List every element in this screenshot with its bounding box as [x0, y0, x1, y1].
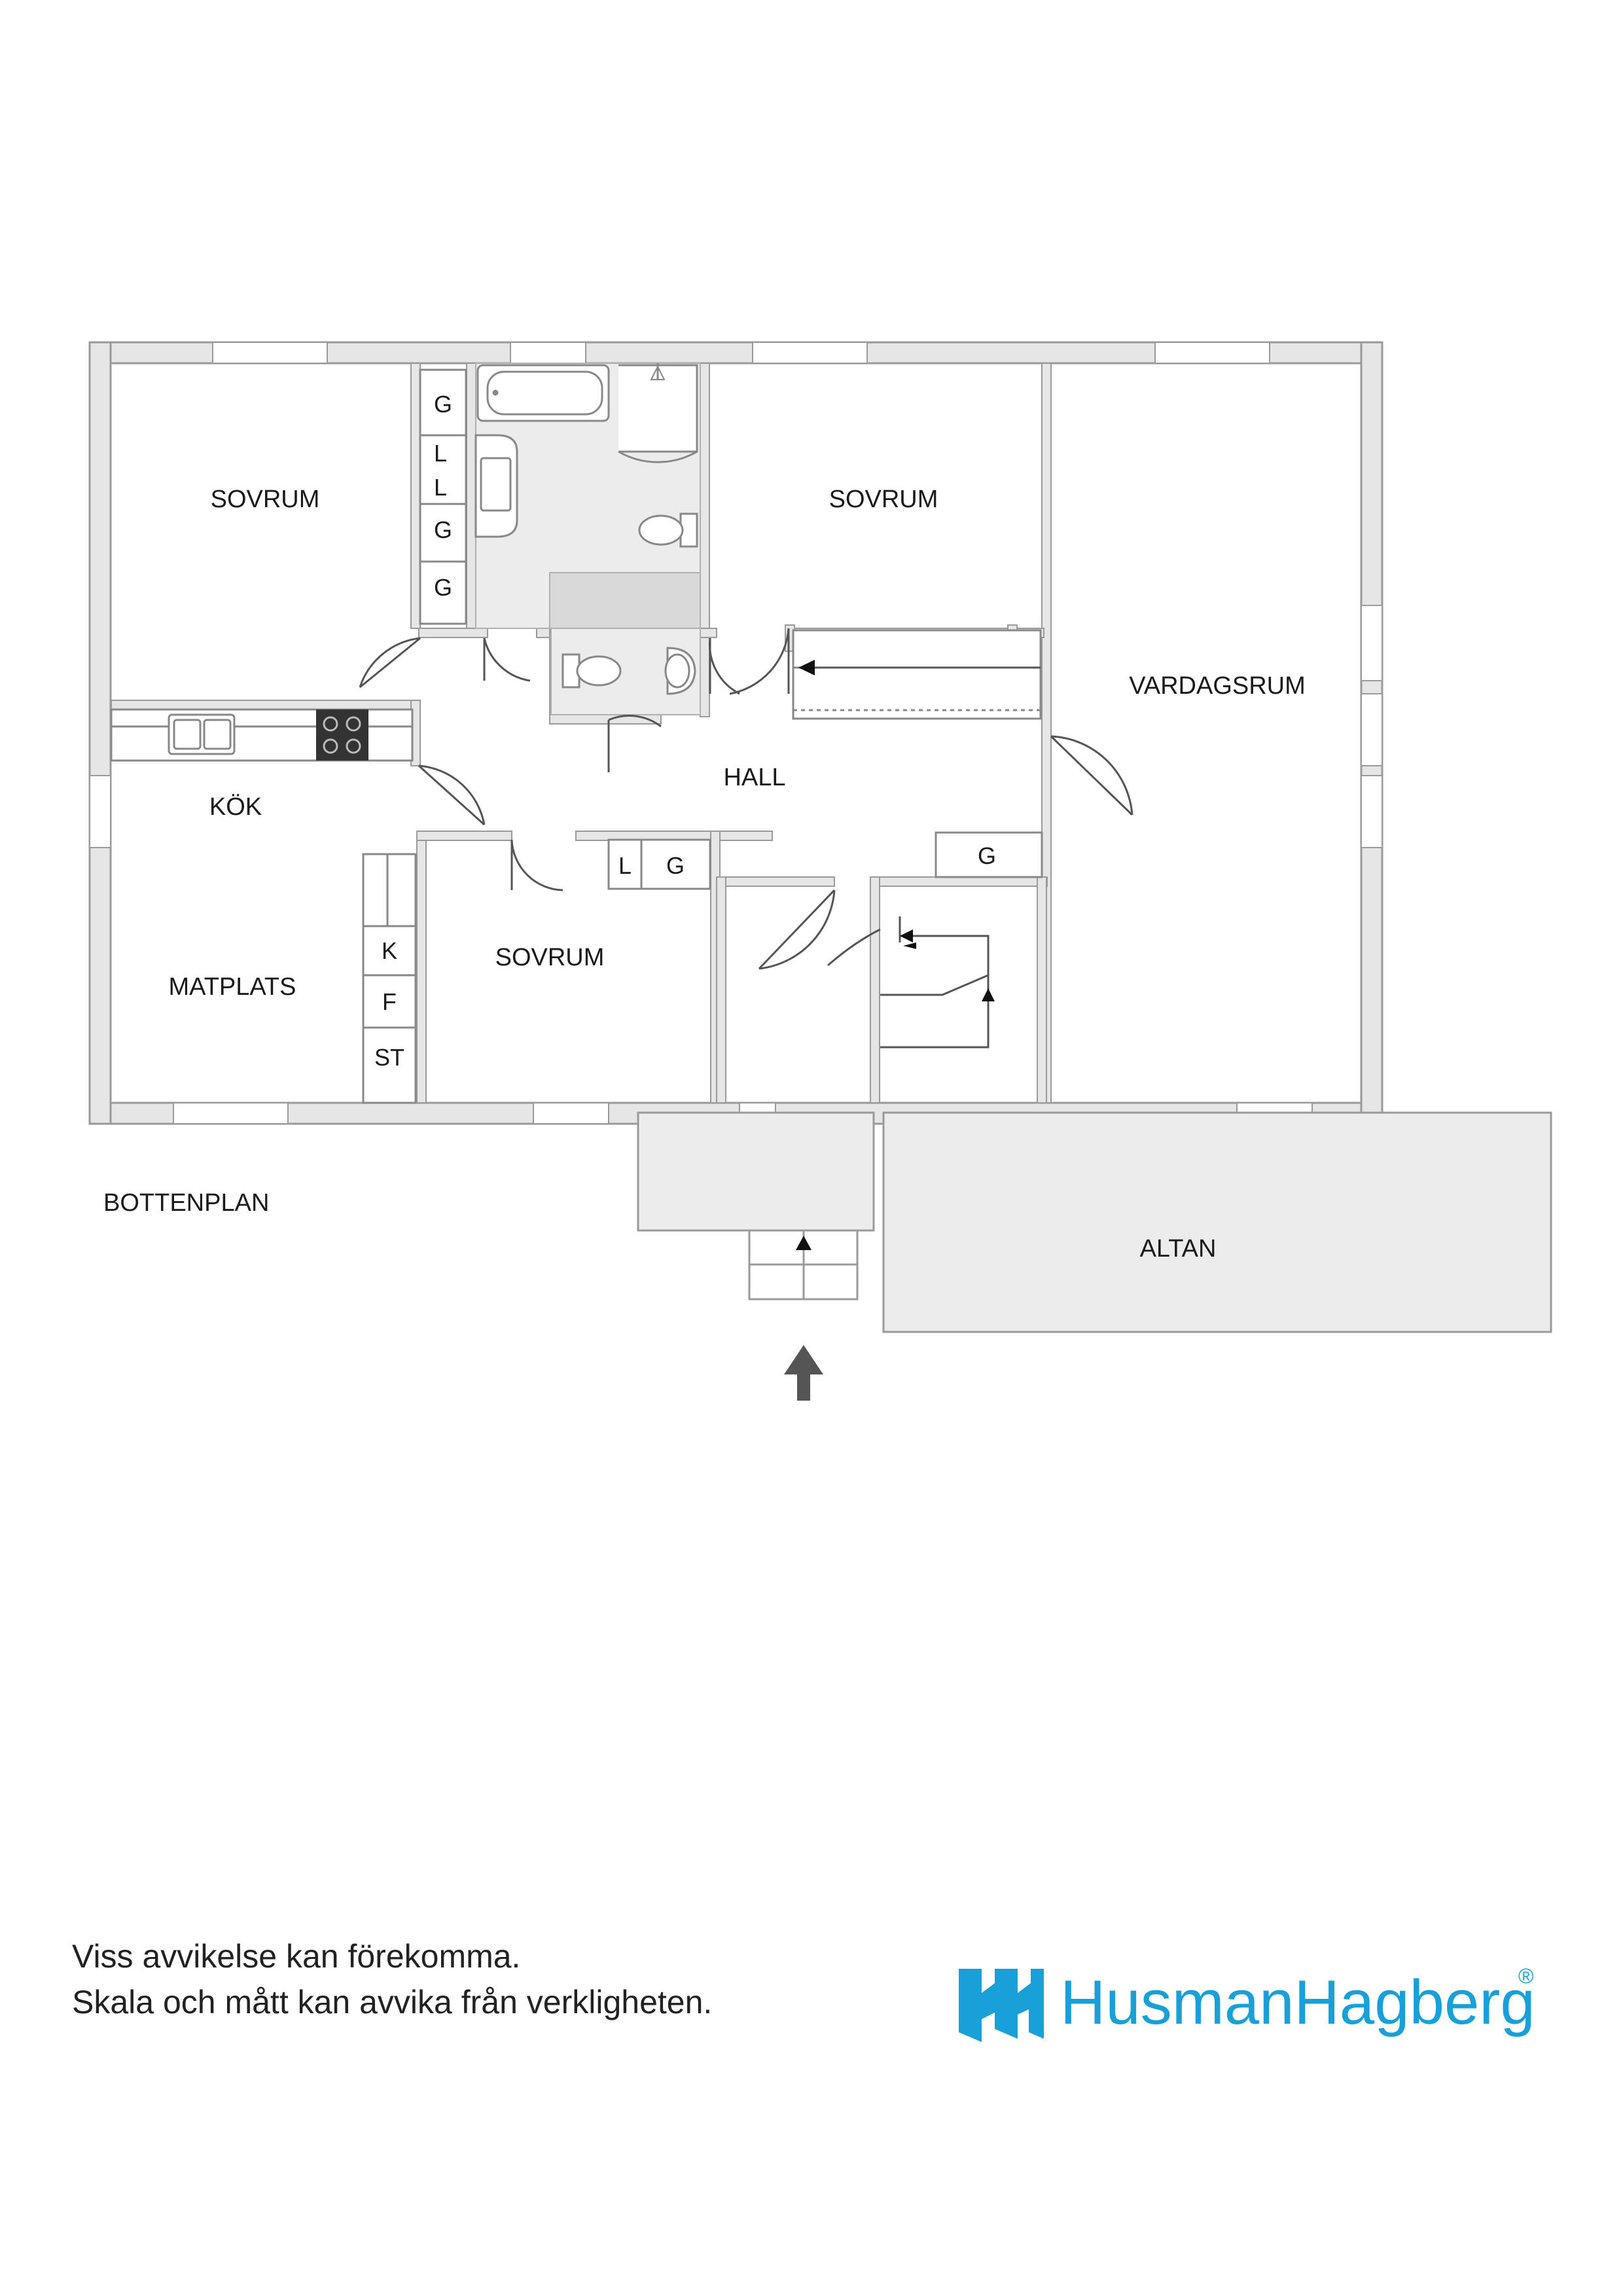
altan-deck	[882, 1111, 1552, 1333]
disclaimer-line-1: Viss avvikelse kan förekomma.	[72, 1938, 521, 1975]
shower	[618, 363, 698, 463]
closet-g1: G	[434, 391, 452, 418]
door-swings	[359, 628, 1205, 1186]
wc-sink	[664, 647, 696, 695]
stove	[316, 709, 368, 761]
room-hall: HALL	[723, 764, 785, 791]
bedroom-closets	[607, 831, 1043, 890]
husmanhagberg-logo: HusmanHagberg ®	[959, 1964, 1535, 2042]
closet-g3: G	[434, 574, 452, 601]
closet-hall-g: G	[978, 842, 996, 869]
room-altan: ALTAN	[1140, 1235, 1217, 1263]
disclaimer-line-2: Skala och mått kan avvika från verklighe…	[72, 1984, 713, 2020]
bath-sink	[474, 434, 518, 538]
floor-label: BOTTENPLAN	[103, 1189, 269, 1217]
brand-registered: ®	[1518, 1964, 1534, 1988]
brand-name: HusmanHagberg	[1060, 1967, 1535, 2037]
closet-st: ST	[374, 1044, 404, 1071]
kitchen-cabinets	[362, 853, 417, 1104]
room-sovrum-nw: SOVRUM	[211, 486, 320, 513]
closet-bed-l: L	[618, 852, 632, 879]
logo-mark-icon	[959, 1969, 1044, 2042]
closet-l1: L	[434, 440, 447, 467]
entrance-arrow-icon	[784, 1345, 823, 1401]
closet-k: K	[382, 937, 397, 964]
toilet-1	[638, 512, 698, 548]
room-vardagsrum: VARDAGSRUM	[1129, 672, 1306, 700]
room-matplats: MATPLATS	[169, 973, 296, 1001]
room-kok: KÖK	[209, 793, 262, 821]
closet-g2: G	[434, 516, 452, 543]
toilet-2	[562, 653, 622, 689]
stairs	[827, 916, 995, 1049]
closet-bed-g: G	[666, 852, 685, 879]
room-sovrum-n: SOVRUM	[829, 486, 938, 513]
hall-wardrobe	[792, 629, 1042, 720]
closet-f: F	[382, 988, 397, 1015]
bathtub	[476, 364, 610, 422]
closet-column	[419, 368, 467, 625]
room-sovrum-s: SOVRUM	[495, 944, 605, 971]
closet-l2: L	[434, 474, 447, 501]
kitchen-sink	[168, 713, 236, 755]
entrance-porch	[637, 1111, 875, 1300]
